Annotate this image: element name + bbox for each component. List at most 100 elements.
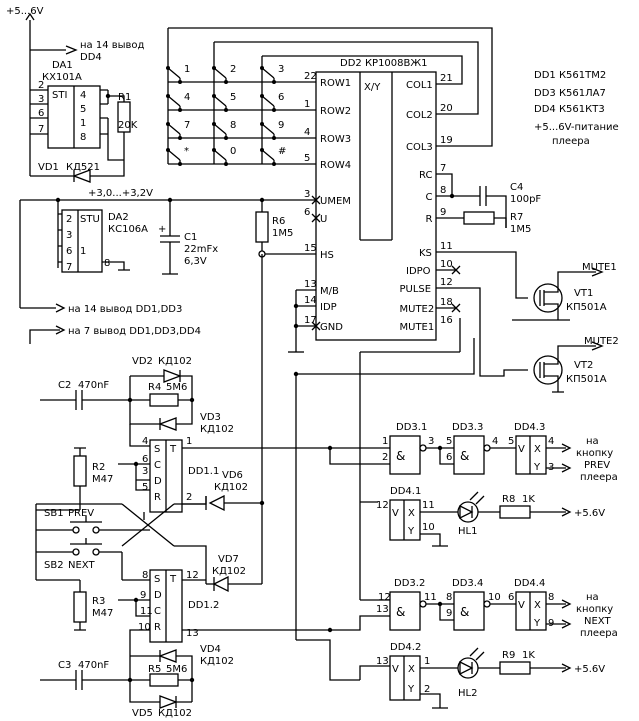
r6-value: 1M5: [272, 228, 293, 239]
svg-text:10: 10: [422, 522, 435, 533]
dd2-pin-number: 14: [304, 295, 317, 306]
c3-ref: C3: [58, 660, 71, 671]
svg-text:&: &: [396, 449, 405, 463]
keypad-key-label: 0: [230, 146, 236, 157]
da1-func: STI: [52, 90, 67, 101]
hl1-led: HL1: [457, 491, 485, 537]
svg-text:4: 4: [492, 436, 498, 447]
svg-text:3: 3: [428, 436, 434, 447]
sb1-ref: SB1: [44, 508, 64, 519]
da1-pin-2: 2: [38, 80, 44, 91]
svg-text:12: 12: [378, 592, 391, 603]
svg-text:R: R: [154, 622, 161, 633]
keypad-key-6[interactable]: 6: [260, 92, 284, 112]
next-label-3: NEXT: [584, 616, 611, 627]
vd3-ref: VD3: [200, 412, 221, 423]
dd3-2-gate: & 12 13 11 DD3.2: [376, 578, 437, 631]
svg-text:6: 6: [508, 592, 514, 603]
vd4-ref: VD4: [200, 644, 221, 655]
keypad-key-9[interactable]: 9: [260, 120, 284, 140]
keypad-key-4[interactable]: 4: [166, 92, 190, 112]
dd3-2-ref: DD3.2: [394, 578, 425, 589]
svg-text:&: &: [460, 449, 469, 463]
vd3-diode: VD3 КД102: [158, 412, 234, 435]
vd4-part: КД102: [200, 656, 234, 667]
svg-text:6: 6: [142, 454, 148, 465]
svg-text:V: V: [518, 444, 525, 455]
svg-text:1: 1: [424, 656, 430, 667]
dd2-pin-number: 12: [440, 277, 453, 288]
r4-ref: R4: [148, 382, 161, 393]
r1-value: 20K: [118, 120, 138, 131]
da1-ref: DA1: [52, 60, 73, 71]
keypad-key-hash[interactable]: #: [260, 146, 286, 166]
r8-resistor: R8 1K: [478, 494, 572, 519]
da2-pin-2: 2: [66, 214, 72, 225]
c2-ref: C2: [58, 380, 71, 391]
dd2-pin-number: 8: [440, 185, 446, 196]
svg-text:X: X: [534, 600, 541, 611]
vd7-part: КД102: [212, 566, 246, 577]
r2-resistor: R2 M47: [73, 447, 113, 510]
svg-text:R: R: [154, 492, 161, 503]
supply-label: +5...6V: [6, 6, 44, 17]
svg-text:2: 2: [382, 452, 388, 463]
dd2-pin-gnd: GND: [320, 322, 343, 333]
prev-label-2: кнопку: [576, 448, 613, 459]
c4-value: 100pF: [510, 194, 541, 205]
keypad-key-3[interactable]: 3: [260, 64, 284, 84]
dd2-pin-row4: ROW4: [320, 160, 351, 171]
keypad-matrix: 1 2 3 4 5 6 7 8 9 * 0 #: [166, 27, 493, 166]
svg-text:12: 12: [186, 570, 199, 581]
pin14-note: на 14 вывод DD1,DD3: [68, 304, 182, 315]
r8-ref: R8: [502, 494, 515, 505]
dd2-pin-number: 13: [304, 279, 317, 290]
sb1-prev-button[interactable]: SB1 PREV: [35, 503, 150, 562]
r1-ref: R1: [118, 92, 131, 103]
sb2-next-button[interactable]: SB2 NEXT: [36, 538, 122, 571]
rail-label: +3,0...+3,2V: [88, 188, 153, 199]
dd2-pin-row2: ROW2: [320, 106, 351, 117]
dd3-1-ref: DD3.1: [396, 422, 427, 433]
keypad-key-label: 7: [184, 120, 190, 131]
dd4-3-switch: V X Y 5 4 3 DD4.3: [508, 422, 572, 475]
svg-text:13: 13: [376, 604, 389, 615]
keypad-key-label: 2: [230, 64, 236, 75]
svg-text:11: 11: [424, 592, 437, 603]
da1-pin-1: 1: [80, 118, 86, 129]
vd1-ref: VD1: [38, 162, 59, 173]
hl1-ref: HL1: [458, 526, 477, 537]
dd2-pin-number: 22: [304, 71, 317, 82]
legend-line-4: +5...6V-питание: [534, 122, 619, 133]
keypad-key-5[interactable]: 5: [212, 92, 236, 112]
svg-text:4: 4: [548, 436, 554, 447]
keypad-key-label: *: [184, 146, 189, 157]
dd2-pin-number: 3: [304, 189, 310, 200]
dd2-pin-umem: UMEM: [320, 196, 351, 207]
r5-ref: R5: [148, 664, 161, 675]
vd2-diode: VD2 КД102: [129, 356, 193, 425]
legend-line-1: DD1 К561ТМ2: [534, 70, 606, 81]
keypad-key-0[interactable]: 0: [212, 146, 236, 166]
r7-ref: R7: [510, 212, 523, 223]
dd4-3-ref: DD4.3: [514, 422, 545, 433]
svg-text:X: X: [408, 664, 415, 675]
keypad-key-star[interactable]: *: [166, 146, 189, 166]
keypad-key-1[interactable]: 1: [166, 64, 190, 84]
keypad-key-8[interactable]: 8: [212, 120, 236, 140]
supply-to-dd4-label: на 14 вывод: [80, 40, 145, 51]
svg-text:10: 10: [138, 622, 151, 633]
dd4-4-switch: V X Y 6 8 9 DD4.4: [508, 578, 572, 631]
da2-pin-6: 6: [66, 246, 72, 257]
vd1-diode: VD1 КД521: [29, 148, 125, 183]
dd2-dialer-chip: DD2 КР1008ВЖ1 X/Y ROW122ROW21ROW34ROW45U…: [258, 58, 461, 341]
out-supply-2: +5.6V: [574, 664, 605, 675]
dd2-pin-number: 18: [440, 297, 453, 308]
da2-pin-1: 1: [80, 246, 86, 257]
keypad-key-2[interactable]: 2: [212, 64, 236, 84]
dd1-1-ref: DD1.1: [188, 466, 219, 477]
keypad-key-7[interactable]: 7: [166, 120, 190, 140]
svg-text:D: D: [154, 476, 162, 487]
legend-line-3: DD4 К561КТ3: [534, 104, 605, 115]
svg-text:C: C: [154, 460, 161, 471]
